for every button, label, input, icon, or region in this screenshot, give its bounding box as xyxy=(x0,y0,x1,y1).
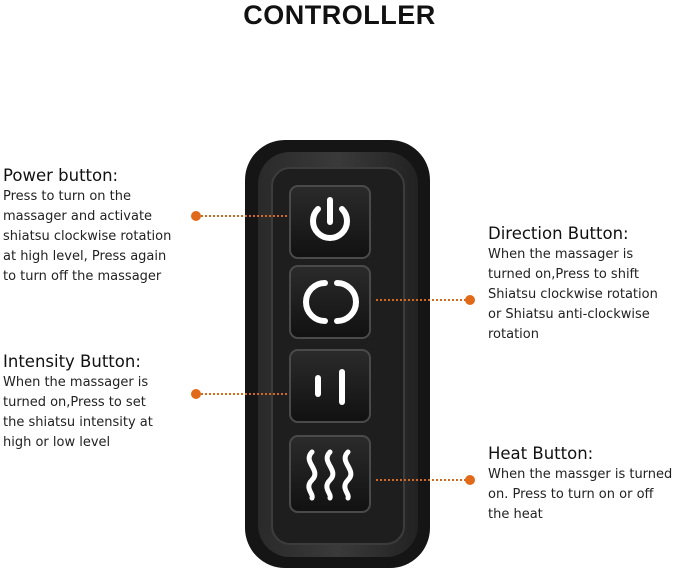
heat-heading: Heat Button: xyxy=(488,444,594,463)
heat-callout: Heat Button: When the massger is turned … xyxy=(488,444,678,525)
heat-icon xyxy=(306,449,354,501)
heat-leader-dot xyxy=(465,475,475,485)
intensity-heading: Intensity Button: xyxy=(3,352,141,371)
page-title: CONTROLLER xyxy=(243,0,436,30)
direction-leader-dot xyxy=(465,295,475,305)
direction-callout: Direction Button: When the massager is t… xyxy=(488,224,678,345)
direction-description: When the massager is turned on,Press to … xyxy=(488,247,658,342)
direction-heading: Direction Button: xyxy=(488,224,629,243)
intensity-leader-line xyxy=(201,393,287,395)
power-leader-line xyxy=(201,215,287,217)
intensity-icon xyxy=(315,369,345,405)
direction-button[interactable] xyxy=(289,265,371,339)
intensity-button[interactable] xyxy=(289,349,371,423)
heat-leader-line xyxy=(376,479,466,481)
heat-button[interactable] xyxy=(289,435,371,513)
power-description: Press to turn on the massager and activa… xyxy=(3,189,172,284)
intensity-callout: Intensity Button: When the massager is t… xyxy=(3,352,173,453)
intensity-leader-dot xyxy=(191,389,201,399)
power-icon xyxy=(310,197,350,242)
power-heading: Power button: xyxy=(3,166,119,185)
intensity-description: When the massager is turned on,Press to … xyxy=(3,375,153,450)
direction-leader-line xyxy=(376,299,466,301)
rotation-icon xyxy=(303,280,359,324)
power-button[interactable] xyxy=(289,185,371,259)
power-leader-dot xyxy=(191,211,201,221)
heat-description: When the massger is turned on. Press to … xyxy=(488,467,673,522)
power-callout: Power button: Press to turn on the massa… xyxy=(3,166,193,287)
